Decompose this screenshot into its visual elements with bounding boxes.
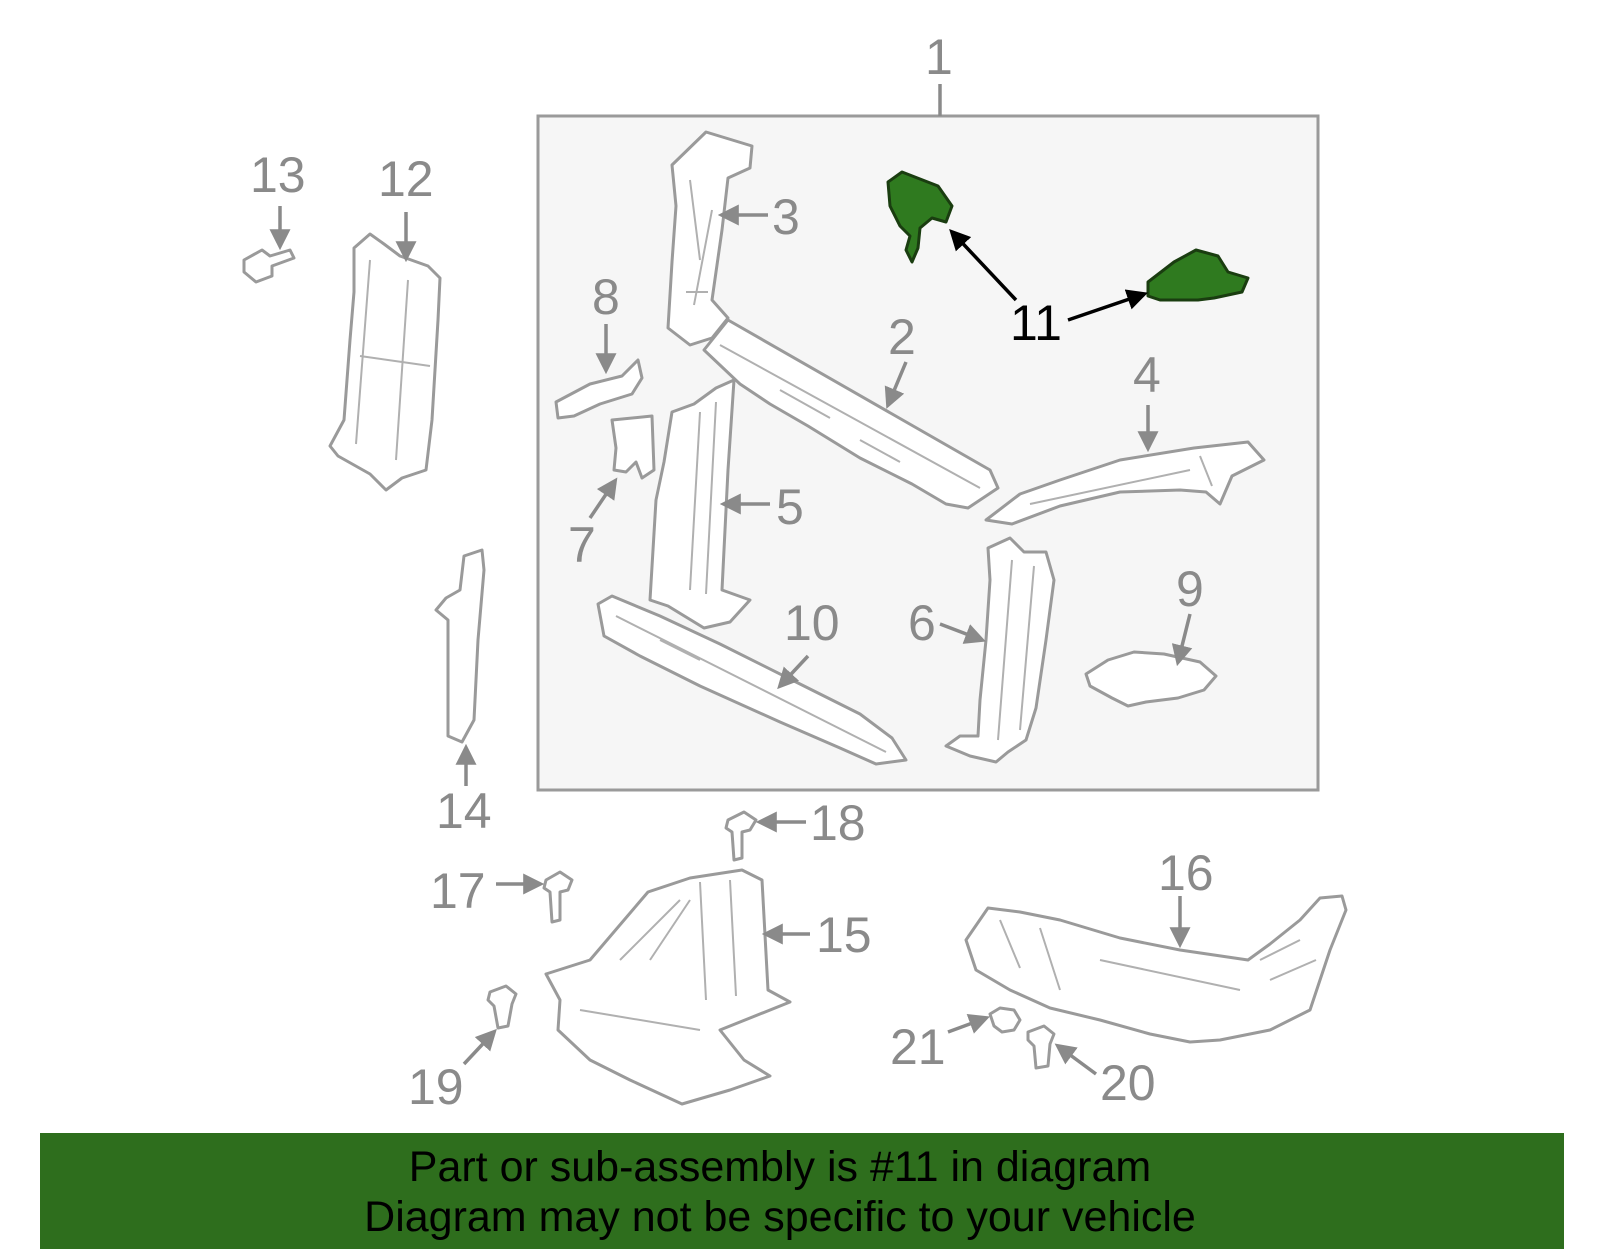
- part-5: [648, 378, 752, 630]
- callout-11: 11: [1010, 295, 1062, 351]
- callout-2: 2: [888, 309, 916, 365]
- part-16: [964, 894, 1348, 1044]
- callout-3: 3: [772, 189, 800, 245]
- callout-12: 12: [378, 151, 434, 207]
- banner-line-2: Diagram may not be specific to your vehi…: [364, 1193, 1196, 1241]
- part-19: [486, 984, 518, 1030]
- callout-19: 19: [408, 1059, 464, 1115]
- callout-4: 4: [1133, 347, 1161, 403]
- callout-11-leader-right: [1067, 289, 1148, 322]
- part-11-left: [886, 170, 954, 264]
- callout-9: 9: [1176, 561, 1204, 617]
- callout-17: 17: [430, 863, 486, 919]
- callout-11-leader-left: [949, 228, 1018, 302]
- part-2: [702, 318, 1000, 510]
- callout-10: 10: [784, 595, 840, 651]
- callout-15: 15: [816, 907, 872, 963]
- part-6: [944, 536, 1056, 764]
- info-banner: Part or sub-assembly is #11 in diagram D…: [40, 1133, 1564, 1249]
- callout-10-leader: [777, 654, 810, 690]
- banner-line-1: Part or sub-assembly is #11 in diagram: [408, 1143, 1152, 1191]
- callout-20: 20: [1100, 1055, 1156, 1111]
- part-8: [554, 358, 644, 420]
- part-18: [724, 810, 758, 862]
- callout-7: 7: [568, 517, 596, 573]
- part-4: [984, 440, 1266, 526]
- part-7: [610, 414, 656, 480]
- part-15: [544, 868, 792, 1106]
- callout-6: 6: [908, 595, 936, 651]
- callout-21: 21: [890, 1019, 946, 1075]
- callout-19-leader: [462, 1028, 497, 1066]
- part-10: [596, 594, 908, 766]
- callout-20-leader: [1054, 1043, 1098, 1076]
- callout-7-leader: [588, 477, 618, 519]
- callout-18: 18: [810, 795, 866, 851]
- part-11-right: [1146, 248, 1250, 302]
- part-13: [242, 248, 296, 284]
- part-20: [1026, 1024, 1056, 1070]
- part-21: [988, 1006, 1022, 1034]
- callout-5: 5: [776, 479, 804, 535]
- part-3: [666, 130, 754, 347]
- callout-6-leader: [939, 622, 986, 644]
- callout-8: 8: [592, 269, 620, 325]
- callout-13: 13: [250, 147, 306, 203]
- callout-1: 1: [925, 29, 953, 85]
- part-12: [328, 232, 442, 492]
- callout-14: 14: [436, 783, 492, 839]
- callout-21-leader: [947, 1013, 990, 1034]
- part-14: [434, 548, 486, 744]
- callout-16: 16: [1158, 845, 1214, 901]
- callout-9-leader: [1171, 613, 1193, 667]
- callout-2-leader: [884, 361, 908, 409]
- part-17: [542, 870, 574, 924]
